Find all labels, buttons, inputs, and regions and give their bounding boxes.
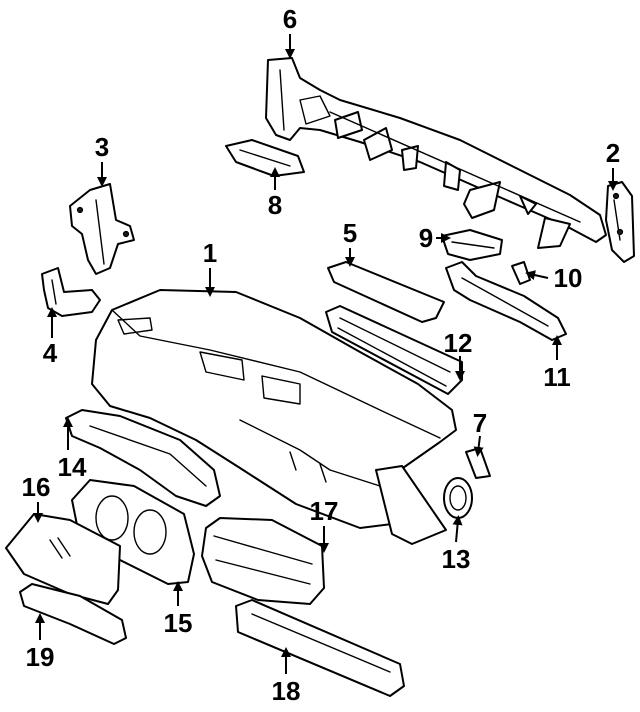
callout-12: 12 <box>444 328 473 358</box>
part-3-bracket <box>69 183 135 275</box>
callout-18: 18 <box>272 676 301 706</box>
part-4-bracket <box>41 267 101 317</box>
part-1-instrument-panel <box>91 289 457 545</box>
part-2-side-bracket <box>605 181 635 263</box>
callout-13: 13 <box>442 544 471 574</box>
part-7-switch <box>465 447 491 479</box>
part-19-lower-trim <box>19 583 127 645</box>
callout-9: 9 <box>419 223 433 253</box>
callout-5: 5 <box>343 218 357 248</box>
part-10-clip <box>511 261 531 285</box>
part-6-reinforcement-beam <box>265 57 607 249</box>
part-9-bracket <box>441 229 503 261</box>
callout-1: 1 <box>203 238 217 268</box>
callout-14: 14 <box>58 452 87 482</box>
callout-6: 6 <box>283 4 297 34</box>
callout-8: 8 <box>268 190 282 220</box>
callout-labels: 6 2 3 4 5 8 9 10 11 1 12 7 13 14 15 16 1… <box>22 4 621 706</box>
callout-11: 11 <box>543 362 571 392</box>
part-13-vent <box>443 477 473 519</box>
part-16-cluster-lens <box>5 513 121 605</box>
callout-7: 7 <box>473 408 487 438</box>
part-18-lower-panel <box>235 599 405 697</box>
part-11-duct <box>445 261 567 341</box>
callout-3: 3 <box>95 132 109 162</box>
callout-10: 10 <box>554 263 583 293</box>
callout-16: 16 <box>22 472 51 502</box>
callout-15: 15 <box>164 608 193 638</box>
callout-17: 17 <box>310 496 339 526</box>
leader-lines <box>33 34 618 674</box>
part-8-bracket <box>225 139 305 177</box>
callout-19: 19 <box>26 642 55 672</box>
callout-2: 2 <box>606 138 620 168</box>
part-17-climate-control <box>201 517 325 605</box>
part-14-cluster-bezel <box>65 409 221 507</box>
callout-4: 4 <box>43 338 58 368</box>
